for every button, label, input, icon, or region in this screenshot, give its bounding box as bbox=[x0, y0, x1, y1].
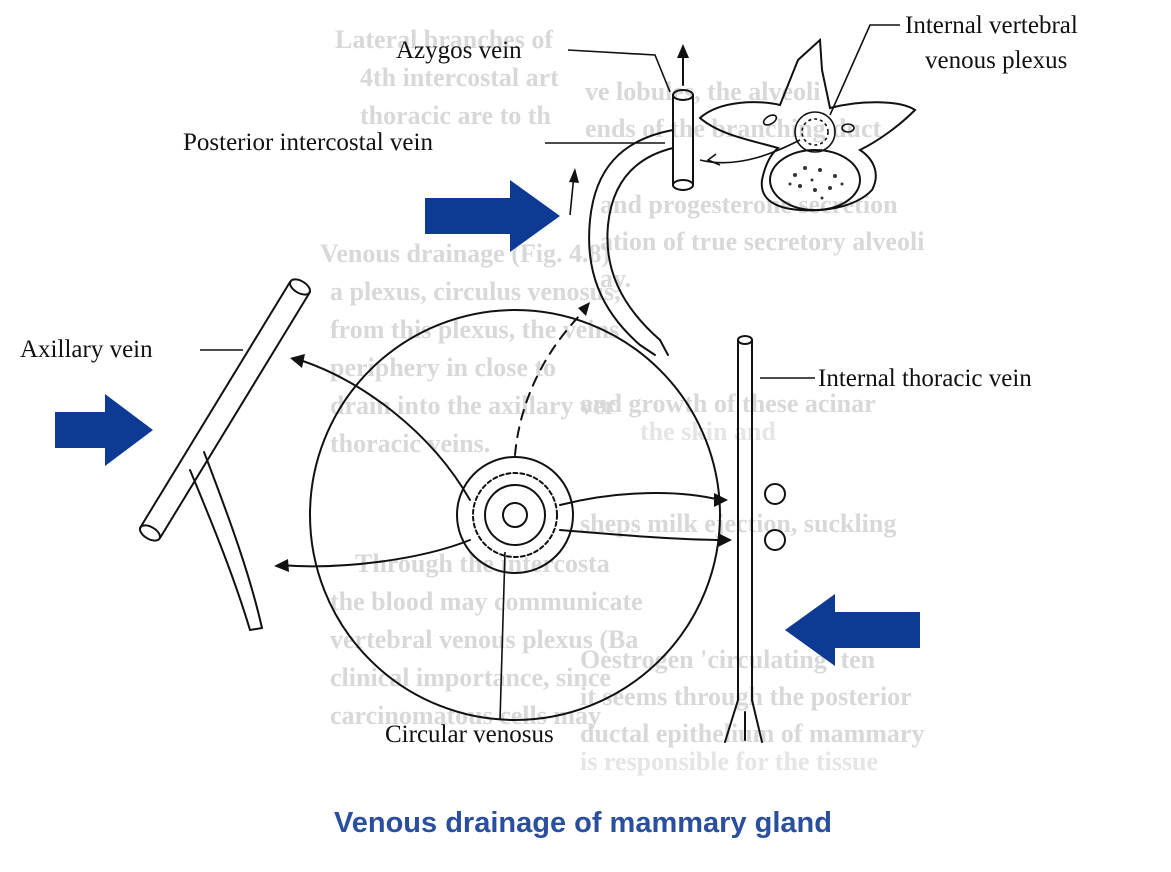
label-venous-plexus: venous plexus bbox=[925, 47, 1067, 74]
label-internal-vertebral: Internal vertebral bbox=[905, 12, 1078, 39]
label-circular-venosus: Circular venosus bbox=[385, 721, 554, 748]
label-posterior-intercostal-vein: Posterior intercostal vein bbox=[183, 129, 433, 156]
label-internal-thoracic-vein: Internal thoracic vein bbox=[818, 365, 1032, 392]
label-axillary-vein: Axillary vein bbox=[20, 336, 153, 363]
label-azygos-vein: Azygos vein bbox=[396, 37, 522, 64]
diagram-backdrop bbox=[0, 0, 1171, 790]
figure-caption: Venous drainage of mammary gland bbox=[334, 807, 832, 839]
